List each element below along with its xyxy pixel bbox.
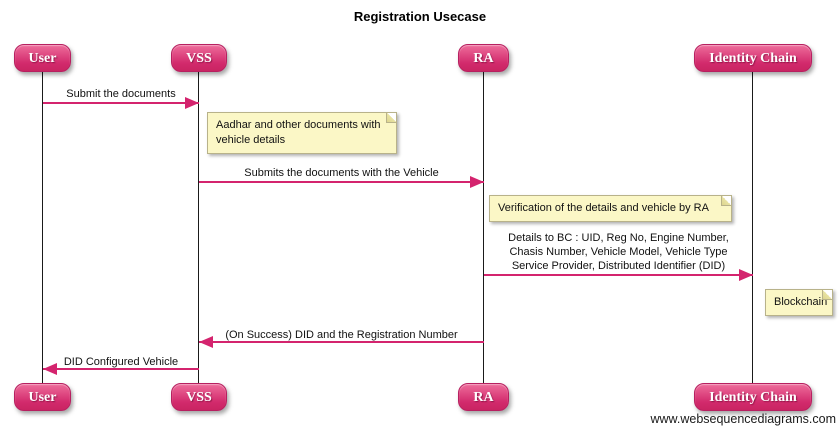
arrowhead-right-icon xyxy=(470,176,484,188)
actor-identity-chain-top: Identity Chain xyxy=(694,44,812,72)
message-arrow-line xyxy=(199,341,484,343)
message-label: Details to BC : UID, Reg No, Engine Numb… xyxy=(484,231,753,273)
message-arrow-line xyxy=(484,274,753,276)
message-arrow-line xyxy=(43,368,199,370)
note-line: Verification of the details and vehicle … xyxy=(498,202,709,214)
arrowhead-left-icon xyxy=(43,363,57,375)
watermark-url: www.websequencediagrams.com xyxy=(650,412,836,426)
arrowhead-right-icon xyxy=(185,97,199,109)
arrowhead-left-icon xyxy=(199,336,213,348)
actor-user-bottom: User xyxy=(14,383,71,411)
note-verification: Verification of the details and vehicle … xyxy=(489,195,732,222)
message-label: Submit the documents xyxy=(66,88,176,100)
actor-ra-bottom: RA xyxy=(458,383,509,411)
actor-vss-top: VSS xyxy=(171,44,227,72)
message-label-line: Chasis Number, Vehicle Model, Vehicle Ty… xyxy=(509,246,728,258)
diagram-title: Registration Usecase xyxy=(353,9,487,24)
lifeline-ra xyxy=(483,71,484,384)
message-label-line: Service Provider, Distributed Identifier… xyxy=(511,260,726,272)
message-arrow-line xyxy=(199,181,484,183)
actor-identity-chain-bottom: Identity Chain xyxy=(694,383,812,411)
message-arrow-line xyxy=(43,102,199,104)
note-line: Blockchain xyxy=(774,296,828,308)
note-line: Aadhar and other documents with xyxy=(216,119,381,131)
note-line: vehicle details xyxy=(216,134,286,146)
message-label: DID Configured Vehicle xyxy=(63,356,179,368)
actor-ra-top: RA xyxy=(458,44,509,72)
message-label-line: Details to BC : UID, Reg No, Engine Numb… xyxy=(508,232,729,244)
actor-user-top: User xyxy=(14,44,71,72)
actor-vss-bottom: VSS xyxy=(171,383,227,411)
lifeline-user xyxy=(42,71,43,384)
note-blockchain: Blockchain xyxy=(765,289,833,316)
note-documents: Aadhar and other documents with vehicle … xyxy=(207,112,397,154)
arrowhead-right-icon xyxy=(739,269,753,281)
message-label: (On Success) DID and the Registration Nu… xyxy=(225,329,458,341)
message-label: Submits the documents with the Vehicle xyxy=(244,167,439,179)
lifeline-identity-chain xyxy=(752,71,753,384)
lifeline-vss xyxy=(198,71,199,384)
